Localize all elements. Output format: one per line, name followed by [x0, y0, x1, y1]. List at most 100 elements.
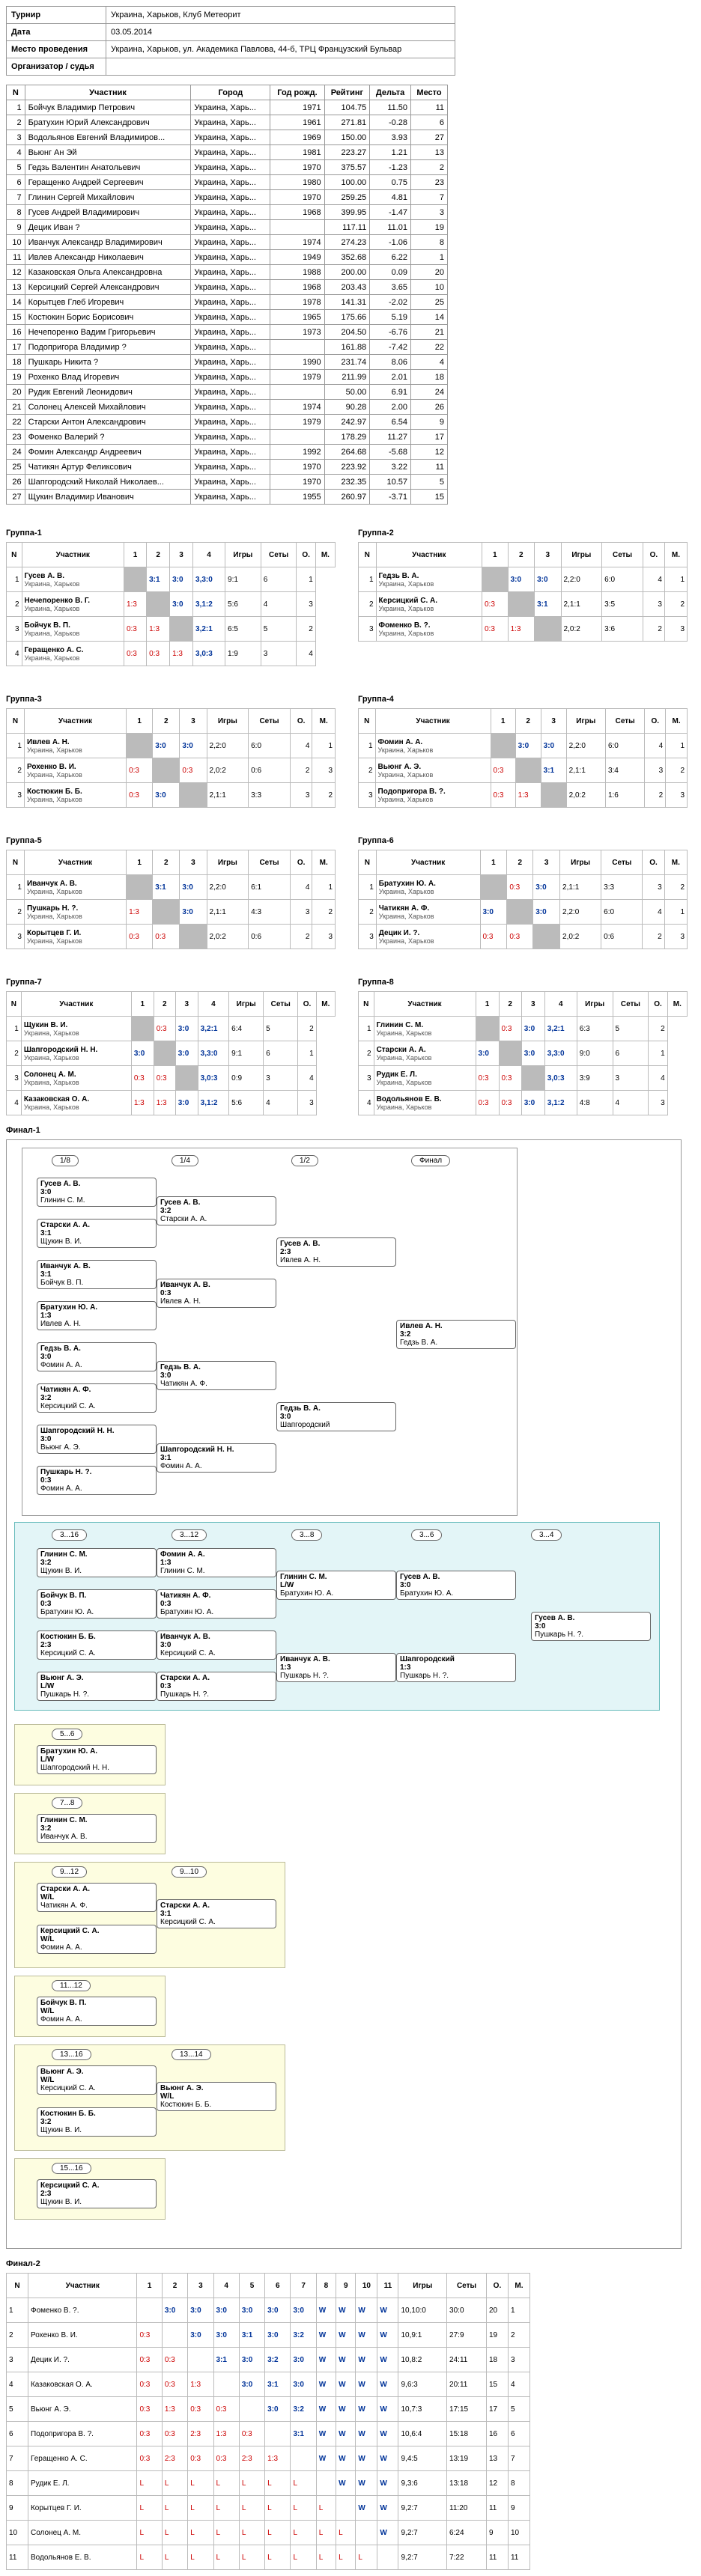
group-stat: 1:6	[604, 782, 646, 808]
final2-cell: L	[355, 2545, 378, 2570]
participant-cell: 7	[410, 189, 448, 205]
group-score: 0:3	[482, 616, 509, 642]
participant-cell: Украина, Харь...	[190, 189, 271, 205]
match-p1: Костюкин Б. Б.	[40, 2110, 96, 2118]
final2-cell: 4	[507, 2372, 531, 2397]
group-col-header: О.	[642, 850, 665, 875]
final2-col-header: N	[6, 2273, 28, 2298]
participant-cell: 1981	[270, 144, 325, 160]
group-score: 3:0	[479, 899, 508, 925]
participant-cell: 17	[6, 339, 25, 355]
group-row-num: 4	[358, 1090, 374, 1115]
player-city: Украина, Харьков	[376, 1053, 432, 1062]
group-col-header: N	[358, 850, 377, 875]
participant-cell: 10	[410, 279, 448, 295]
group-score: 3:1	[540, 758, 567, 783]
final2-cell: W	[355, 2470, 378, 2496]
final2-cell: 2:3	[238, 2446, 266, 2471]
group-col-header: 2	[506, 850, 534, 875]
participant-cell: 18	[410, 369, 448, 385]
group-stat: 2	[312, 899, 336, 925]
participant-cell: Украина, Харь...	[190, 219, 271, 235]
group-stat: 3	[665, 782, 688, 808]
group-stat: 6:4	[228, 1016, 264, 1041]
group-score: 3:1	[534, 591, 562, 617]
final2-cell: 27:9	[446, 2322, 487, 2348]
participant-cell: 15	[410, 489, 448, 505]
group-row-num: 2	[358, 1041, 374, 1066]
player-city: Украина, Харьков	[26, 746, 82, 754]
group-col-header: N	[6, 708, 25, 734]
participant-cell: 4	[6, 144, 25, 160]
final2-cell: 9,2:7	[398, 2545, 448, 2570]
match-score: 1:3	[400, 1663, 411, 1672]
participant-cell: Солонец Алексей Михайлович	[24, 399, 192, 415]
match-score: 3:2	[400, 1330, 411, 1339]
match-score: 0:3	[160, 1289, 172, 1297]
final2-cell: L	[136, 2470, 163, 2496]
final2-cell: W	[377, 2520, 399, 2545]
group-title: Группа-6	[358, 836, 394, 845]
final2-cell: 13	[485, 2446, 509, 2471]
final2-cell: 11	[485, 2545, 509, 2570]
group-stat: 1	[312, 874, 336, 900]
group-stat: 6:5	[225, 616, 261, 642]
participant-cell: 27	[6, 489, 25, 505]
match-p1: Старски А. А.	[40, 1885, 91, 1893]
group-stat: 2	[297, 1016, 317, 1041]
group-stat: 5	[260, 616, 297, 642]
participant-cell: -3.71	[369, 489, 412, 505]
final2-col-header: 2	[161, 2273, 189, 2298]
group-stat: 3	[642, 874, 665, 900]
final2-cell: L	[136, 2545, 163, 2570]
final2-cell: 3:0	[238, 2347, 266, 2372]
final2-cell: 3:0	[238, 2298, 266, 2323]
participant-cell: Гусев Андрей Владимирович	[24, 204, 192, 220]
round-label: 9...12	[52, 1866, 88, 1878]
group-row-num: 1	[6, 733, 25, 758]
player-name: Водольянов Е. В.	[376, 1094, 442, 1103]
group-col-header: N	[358, 708, 376, 734]
round-label: 13...14	[172, 2049, 211, 2060]
group-stat: 3	[289, 782, 313, 808]
participant-cell: 150.00	[324, 130, 371, 145]
match-score: 0:3	[160, 1600, 172, 1608]
participant-cell: Украина, Харь...	[190, 279, 271, 295]
player-city: Украина, Харьков	[26, 937, 82, 945]
group-col-header: 3	[540, 708, 567, 734]
group-col-header: 4	[197, 991, 230, 1017]
participant-cell: Украина, Харь...	[190, 144, 271, 160]
group-stat: 1	[297, 1041, 317, 1066]
final2-cell: W	[315, 2421, 337, 2446]
match-p2: Шапгородский Н. Н.	[40, 1764, 109, 1772]
final2-cell: W	[377, 2446, 399, 2471]
final2-cell: 3:0	[290, 2372, 317, 2397]
group-stat: 4	[642, 567, 665, 592]
player-name: Ивлев А. Н.	[26, 737, 70, 746]
group-col-header: Участник	[23, 708, 127, 734]
group-col-header: Сеты	[612, 991, 649, 1017]
final2-cell: 3:0	[264, 2298, 291, 2323]
group-player: Казаковская О. А.Украина, Харьков	[20, 1090, 132, 1115]
group-row-num: 3	[358, 782, 376, 808]
group-player: Подопригора В. ?.Украина, Харьков	[374, 782, 491, 808]
group-score: 1:3	[123, 591, 148, 617]
player-name: Подопригора В. ?.	[377, 787, 446, 796]
group-stat: 4	[642, 899, 665, 925]
participants-col-header: Город	[190, 85, 271, 100]
group-player: Иванчук А. В.Украина, Харьков	[23, 874, 127, 900]
group-score: 3:0	[534, 567, 562, 592]
